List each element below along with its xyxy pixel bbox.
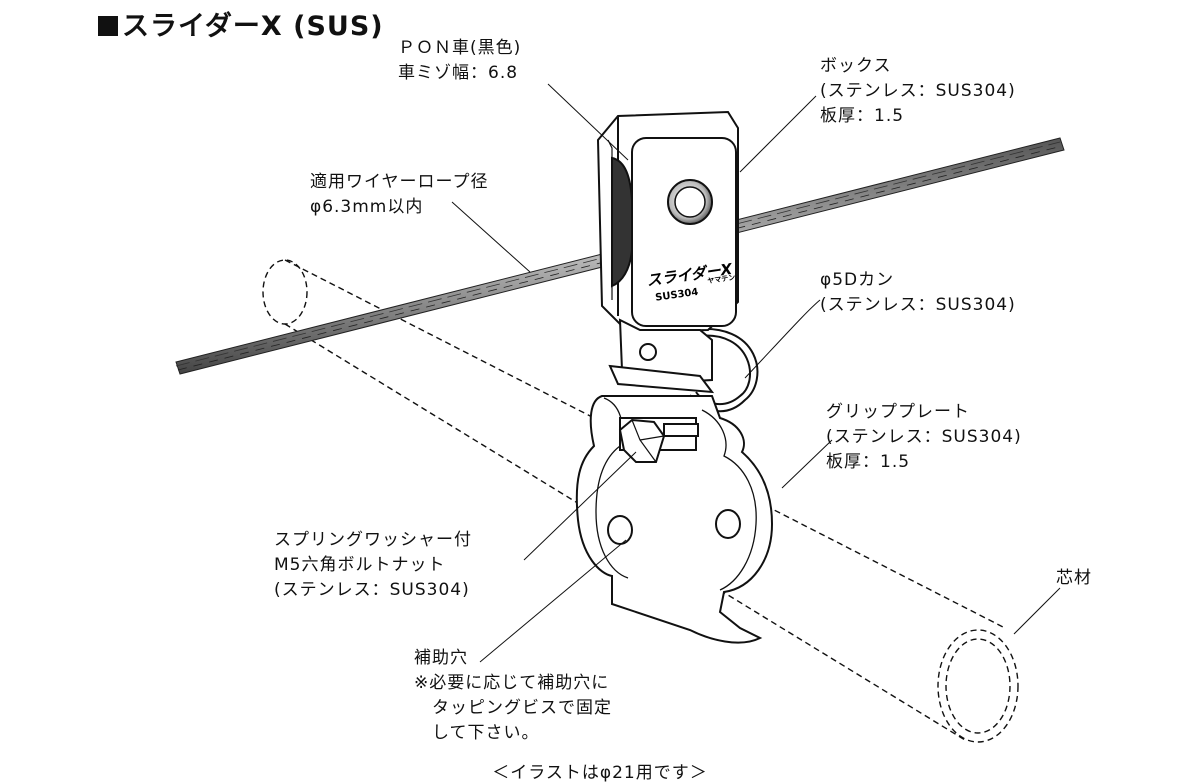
- label-hole-line4: して下さい。: [414, 723, 540, 743]
- label-pon-wheel: ＰＯＮ車(黒色) 車ミゾ幅：6.8: [398, 36, 521, 86]
- leader-lines: [451, 83, 1061, 663]
- label-wire-line2: φ6.3mm以内: [310, 197, 424, 217]
- figure-caption: ＜イラストはφ21用です＞: [492, 763, 708, 783]
- label-box-line1: ボックス: [820, 56, 892, 76]
- label-box: ボックス (ステンレス：SUS304) 板厚：1.5: [820, 54, 1016, 129]
- label-dkan-line2: (ステンレス：SUS304): [820, 295, 1016, 315]
- title-text: スライダーX (SUS): [122, 11, 384, 42]
- label-grip-line1: グリッププレート: [826, 402, 970, 422]
- page-title: スライダーX (SUS): [98, 4, 384, 43]
- label-pon-line2: 車ミゾ幅：6.8: [398, 63, 519, 83]
- box: [596, 110, 739, 334]
- label-grip-plate: グリッププレート (ステンレス：SUS304) 板厚：1.5: [826, 400, 1022, 475]
- label-bolt-line1: スプリングワッシャー付: [274, 530, 472, 550]
- label-box-line3: 板厚：1.5: [820, 106, 905, 126]
- label-box-line2: (ステンレス：SUS304): [820, 81, 1016, 101]
- square-bullet-icon: [98, 16, 118, 36]
- label-bolt-line2: M5六角ボルトナット: [274, 555, 446, 575]
- label-dkan-line1: φ5Dカン: [820, 270, 895, 290]
- label-bolt: スプリングワッシャー付 M5六角ボルトナット (ステンレス：SUS304): [274, 528, 472, 603]
- label-grip-line2: (ステンレス：SUS304): [826, 427, 1022, 447]
- label-pon-line1: ＰＯＮ車(黒色): [398, 38, 522, 58]
- label-d-ring: φ5Dカン (ステンレス：SUS304): [820, 268, 1016, 318]
- label-wire: 適用ワイヤーロープ径 φ6.3mm以内: [310, 170, 488, 220]
- label-bolt-line3: (ステンレス：SUS304): [274, 580, 470, 600]
- grip-plate: [575, 395, 774, 644]
- label-hole-line3: タッピングビスで固定: [414, 698, 612, 718]
- label-hole-line2: ※必要に応じて補助穴に: [414, 673, 610, 693]
- label-hole: 補助穴 ※必要に応じて補助穴に タッピングビスで固定 して下さい。: [414, 646, 612, 746]
- label-hole-line1: 補助穴: [414, 648, 468, 668]
- label-wire-line1: 適用ワイヤーロープ径: [310, 172, 489, 192]
- label-core: 芯材: [1056, 566, 1092, 591]
- svg-text:ヤマテン: ヤマテン: [707, 274, 736, 286]
- hanger-plate: [608, 318, 715, 394]
- label-grip-line3: 板厚：1.5: [826, 452, 911, 472]
- label-core-line1: 芯材: [1056, 568, 1092, 588]
